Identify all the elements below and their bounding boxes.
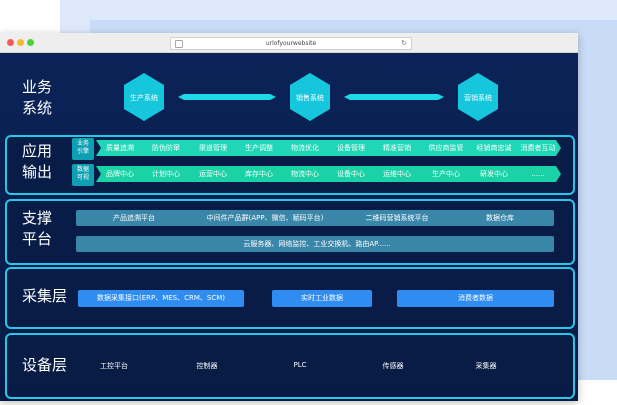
double-arrow-icon (344, 94, 444, 100)
consumer-data-button[interactable]: 消费者数据 (397, 290, 554, 307)
support-item[interactable]: 二维码营销系统平台 (365, 214, 429, 222)
business-engine-tag-line1: 业务 (76, 140, 89, 147)
ribbon-item[interactable]: 消费者互动 (520, 144, 556, 152)
architecture-diagram: 业务 系统 生产系统 销售系统 营销系统 应用 输出 业务 引擎 质量追溯 防伪… (0, 53, 578, 401)
ribbon-item[interactable]: ...... (531, 170, 545, 178)
support-item[interactable]: 云服务器、网络监控、工业交换机、路由AP...... (243, 240, 391, 248)
application-label-line1: 应用 (22, 142, 53, 160)
ribbon-item[interactable]: 经销商忠诚 (476, 144, 512, 152)
support-item[interactable]: 产品追溯平台 (113, 214, 155, 222)
url-text: urlofyourwebsite (265, 40, 317, 47)
business-layer-label: 业务 系统 (22, 77, 66, 119)
marketing-system-label: 营销系统 (464, 94, 492, 102)
business-label-line1: 业务 (22, 78, 53, 96)
support-label-line1: 支撑 (22, 209, 53, 227)
production-system-label: 生产系统 (130, 94, 158, 102)
application-layer-label: 应用 输出 (22, 141, 66, 183)
support-label-line2: 平台 (22, 230, 53, 248)
device-item: 采集器 (475, 362, 497, 370)
data-visual-tag-line1: 数据 (76, 166, 89, 173)
ribbon-item[interactable]: 防伪防窜 (152, 144, 180, 152)
ribbon-item[interactable]: 设备中心 (337, 170, 365, 178)
production-system-hexagon[interactable] (124, 73, 164, 121)
data-visual-tag-line2: 可视 (76, 174, 89, 181)
ribbon-item[interactable]: 库存中心 (245, 170, 273, 178)
ribbon-item[interactable]: 质量追溯 (106, 144, 134, 152)
ribbon-item[interactable]: 计划中心 (152, 170, 180, 178)
support-item[interactable]: 数据仓库 (486, 214, 514, 222)
ribbon-item[interactable]: 运维中心 (383, 170, 411, 178)
device-item: PLC (293, 361, 307, 369)
ribbon-item[interactable]: 供应商监管 (428, 144, 464, 152)
ribbon-item[interactable]: 精准营销 (383, 144, 411, 152)
close-window-icon[interactable] (7, 39, 14, 46)
ribbon-item[interactable]: 研发中心 (480, 170, 508, 178)
address-bar[interactable]: urlofyourwebsite ↻ (170, 37, 412, 50)
ribbon-item[interactable]: 品牌中心 (106, 170, 134, 178)
business-engine-ribbon: 质量追溯 防伪防窜 渠道管理 生产调整 物流优化 设备管理 精准营销 供应商监管… (96, 140, 561, 156)
support-layer-label: 支撑 平台 (22, 208, 66, 250)
business-engine-tag: 业务 引擎 (72, 138, 94, 160)
ribbon-item[interactable]: 设备管理 (337, 144, 365, 152)
ribbon-item[interactable]: 生产中心 (432, 170, 460, 178)
ribbon-item[interactable]: 生产调整 (245, 144, 273, 152)
collection-layer-label: 采集层 (22, 287, 68, 305)
device-item: 控制器 (196, 362, 218, 370)
double-arrow-icon (178, 94, 276, 100)
support-bar-row2: 云服务器、网络监控、工业交换机、路由AP...... (76, 236, 554, 252)
business-label-line2: 系统 (22, 99, 53, 117)
ribbon-item[interactable]: 物流优化 (291, 144, 319, 152)
support-bar-row1: 产品追溯平台 中间件产品群(APP、微信、赋码平台) 二维码营销系统平台 数据仓… (76, 210, 554, 226)
maximize-window-icon[interactable] (27, 39, 34, 46)
business-engine-tag-line2: 引擎 (76, 148, 89, 155)
ribbon-item[interactable]: 物流中心 (291, 170, 319, 178)
sales-system-label: 销售系统 (296, 94, 324, 102)
data-visual-tag: 数据 可视 (72, 164, 94, 186)
application-label-line2: 输出 (22, 163, 53, 181)
ribbon-item[interactable]: 渠道管理 (199, 144, 227, 152)
browser-titlebar: urlofyourwebsite ↻ (0, 33, 578, 53)
minimize-window-icon[interactable] (17, 39, 24, 46)
ribbon-item[interactable]: 运营中心 (199, 170, 227, 178)
device-item: 传感器 (382, 362, 404, 370)
page-icon (175, 40, 183, 48)
support-layer-box (5, 199, 575, 265)
browser-window: urlofyourwebsite ↻ 业务 系统 生产系统 销售系统 营销系统 … (0, 33, 578, 401)
data-visual-ribbon: 品牌中心 计划中心 运营中心 库存中心 物流中心 设备中心 运维中心 生产中心 … (96, 166, 561, 182)
collection-interface-button[interactable]: 数据采集接口(ERP、MES、CRM、SCM) (78, 290, 244, 307)
realtime-industrial-data-button[interactable]: 实时工业数据 (272, 290, 372, 307)
device-layer-label: 设备层 (22, 356, 68, 374)
support-item[interactable]: 中间件产品群(APP、微信、赋码平台) (206, 214, 324, 222)
reload-icon[interactable]: ↻ (401, 39, 407, 47)
device-item: 工控平台 (100, 362, 128, 370)
device-layer-box (5, 333, 575, 399)
